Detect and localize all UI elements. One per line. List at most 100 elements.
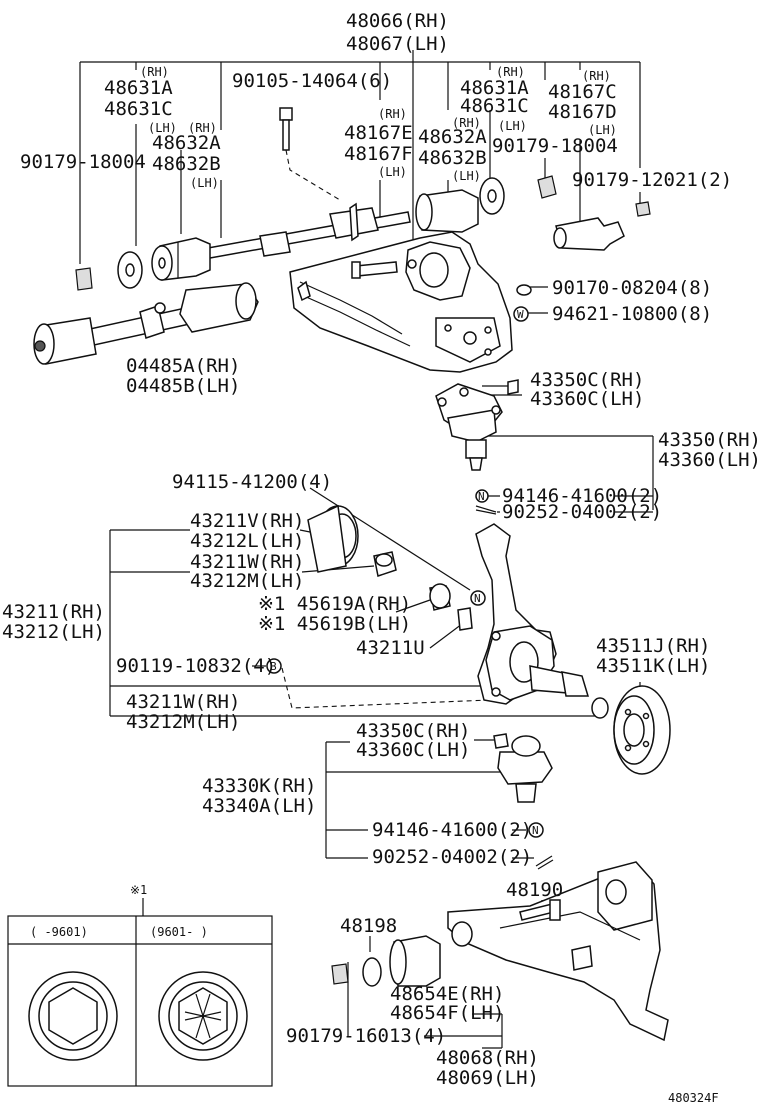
- bushing-parts-upper-left: [75, 237, 211, 291]
- inset-panel: [7, 915, 273, 1087]
- label-90119: 90119-10832(4): [116, 655, 276, 677]
- label-43212: 43212(LH): [2, 621, 105, 643]
- marker-circles: N N N B W: [266, 308, 544, 838]
- label-48068: 48068(RH): [436, 1047, 539, 1069]
- label-43330k: 43330K(RH): [202, 775, 316, 797]
- label-48167e: 48167E: [344, 122, 413, 144]
- label-43212m-b: 43212M(LH): [126, 711, 240, 733]
- label-48631c-left: 48631C: [104, 98, 173, 120]
- tag-rh: (RH): [496, 65, 525, 79]
- upper-arm-shaft: [207, 202, 411, 259]
- tag-rh: (RH): [582, 69, 611, 83]
- label-48632a-right: 48632A: [418, 126, 487, 148]
- lower-control-arm: [447, 861, 669, 1042]
- label-43350: 43350(RH): [658, 429, 760, 451]
- label-48631c-right: 48631C: [460, 95, 529, 117]
- label-90179-18004-left: 90179-18004: [20, 151, 146, 173]
- tag-lh: (LH): [498, 119, 527, 133]
- tag-lh: (LH): [190, 176, 219, 190]
- upper-arm-bolt: [351, 261, 398, 279]
- n-marker-label: N: [474, 592, 481, 605]
- upper-control-arm: [289, 231, 513, 373]
- label-48632a-left: 48632A: [152, 132, 221, 154]
- bolt-90105: [279, 107, 293, 151]
- label-90252-lower: 90252-04002(2): [372, 846, 532, 868]
- label-48632b-right: 48632B: [418, 147, 487, 169]
- label-48167c: 48167C: [548, 81, 617, 103]
- label-90179-18004-right: 90179-18004: [492, 135, 618, 157]
- label-48654e: 48654E(RH): [390, 983, 504, 1005]
- label-04485b: 04485B(LH): [126, 375, 240, 397]
- label-45619a: ※1 45619A(RH): [258, 593, 411, 615]
- label-43360c-lower: 43360C(LH): [356, 739, 470, 761]
- label-94146-upper: 94146-41600(2): [502, 485, 662, 507]
- figure-code: 480324F: [668, 1091, 719, 1105]
- inset-col-left: ( -9601): [30, 925, 88, 939]
- label-90170: 90170-08204(8): [552, 277, 712, 299]
- label-48069: 48069(LH): [436, 1067, 539, 1089]
- tag-lh: (LH): [148, 121, 177, 135]
- label-43350c-lower: 43350C(RH): [356, 720, 470, 742]
- tag-lh: (LH): [588, 123, 617, 137]
- lower-ball-joint: [493, 733, 554, 870]
- n-marker-label: N: [532, 824, 539, 837]
- label-43211w-b: 43211W(RH): [126, 691, 240, 713]
- n-marker-icon: [470, 590, 486, 606]
- n-marker-label: N: [478, 490, 485, 503]
- label-43211w-a: 43211W(RH): [190, 551, 304, 573]
- inset-note: ※1: [130, 883, 147, 897]
- label-48066: 48066(RH): [346, 10, 449, 32]
- shaft-04485: [33, 282, 259, 365]
- label-43360c-upper: 43360C(LH): [530, 388, 644, 410]
- label-43211: 43211(RH): [2, 601, 105, 623]
- label-48632b-left: 48632B: [152, 153, 221, 175]
- label-43211v: 43211V(RH): [190, 510, 304, 532]
- label-43212m-a: 43212M(LH): [190, 570, 304, 592]
- label-43511j: 43511J(RH): [596, 635, 710, 657]
- label-94115: 94115-41200(4): [172, 471, 332, 493]
- label-48167f: 48167F: [344, 143, 413, 165]
- label-48067: 48067(LH): [346, 33, 449, 55]
- label-90252-upper: 90252-04002(2): [502, 501, 662, 523]
- label-94146-lower: 94146-41600(2): [372, 819, 532, 841]
- arm-hole-icon: [463, 331, 477, 345]
- bushing-parts-upper-right: [415, 175, 651, 251]
- nut-washer-upper-right: [513, 284, 532, 322]
- upper-ball-joint: [435, 379, 519, 471]
- label-48631a-right: 48631A: [460, 77, 529, 99]
- hub-disc: [613, 685, 671, 775]
- hex-nut-icon: [48, 987, 98, 1045]
- n-marker-icon: [475, 489, 489, 503]
- tag-lh: (LH): [452, 169, 481, 183]
- label-04485a: 04485A(RH): [126, 355, 240, 377]
- inset-col-right: (9601- ): [150, 925, 208, 939]
- label-48198: 48198: [340, 915, 397, 937]
- seal-bearing-parts: [307, 504, 609, 719]
- n-marker-icon: [528, 822, 544, 838]
- label-48167d: 48167D: [548, 101, 617, 123]
- label-48654f: 48654F(LH): [390, 1002, 504, 1024]
- lower-arm-small-parts: [331, 899, 561, 987]
- b-marker-label: B: [270, 660, 277, 673]
- label-43350c-upper: 43350C(RH): [530, 369, 644, 391]
- cotter-pin-upper: [475, 505, 497, 515]
- part-labels: 48066(RH) 48067(LH) (RH) 48631A 48631C (…: [2, 10, 760, 1105]
- b-marker-icon: [266, 658, 282, 674]
- label-90179-16013: 90179-16013(4): [286, 1025, 446, 1047]
- leader-lines: [79, 50, 654, 1049]
- tag-rh: (RH): [188, 121, 217, 135]
- label-43211u: 43211U: [356, 637, 425, 659]
- label-43360: 43360(LH): [658, 449, 760, 471]
- tag-lh: (LH): [378, 165, 407, 179]
- label-43340a: 43340A(LH): [202, 795, 316, 817]
- tag-rh: (RH): [140, 65, 169, 79]
- label-43511k: 43511K(LH): [596, 655, 710, 677]
- label-90105: 90105-14064(6): [232, 70, 392, 92]
- steering-knuckle: [475, 523, 590, 705]
- tag-rh: (RH): [378, 107, 407, 121]
- label-45619b: ※1 45619B(LH): [258, 613, 411, 635]
- label-48190: 48190: [506, 879, 563, 901]
- label-94621: 94621-10800(8): [552, 303, 712, 325]
